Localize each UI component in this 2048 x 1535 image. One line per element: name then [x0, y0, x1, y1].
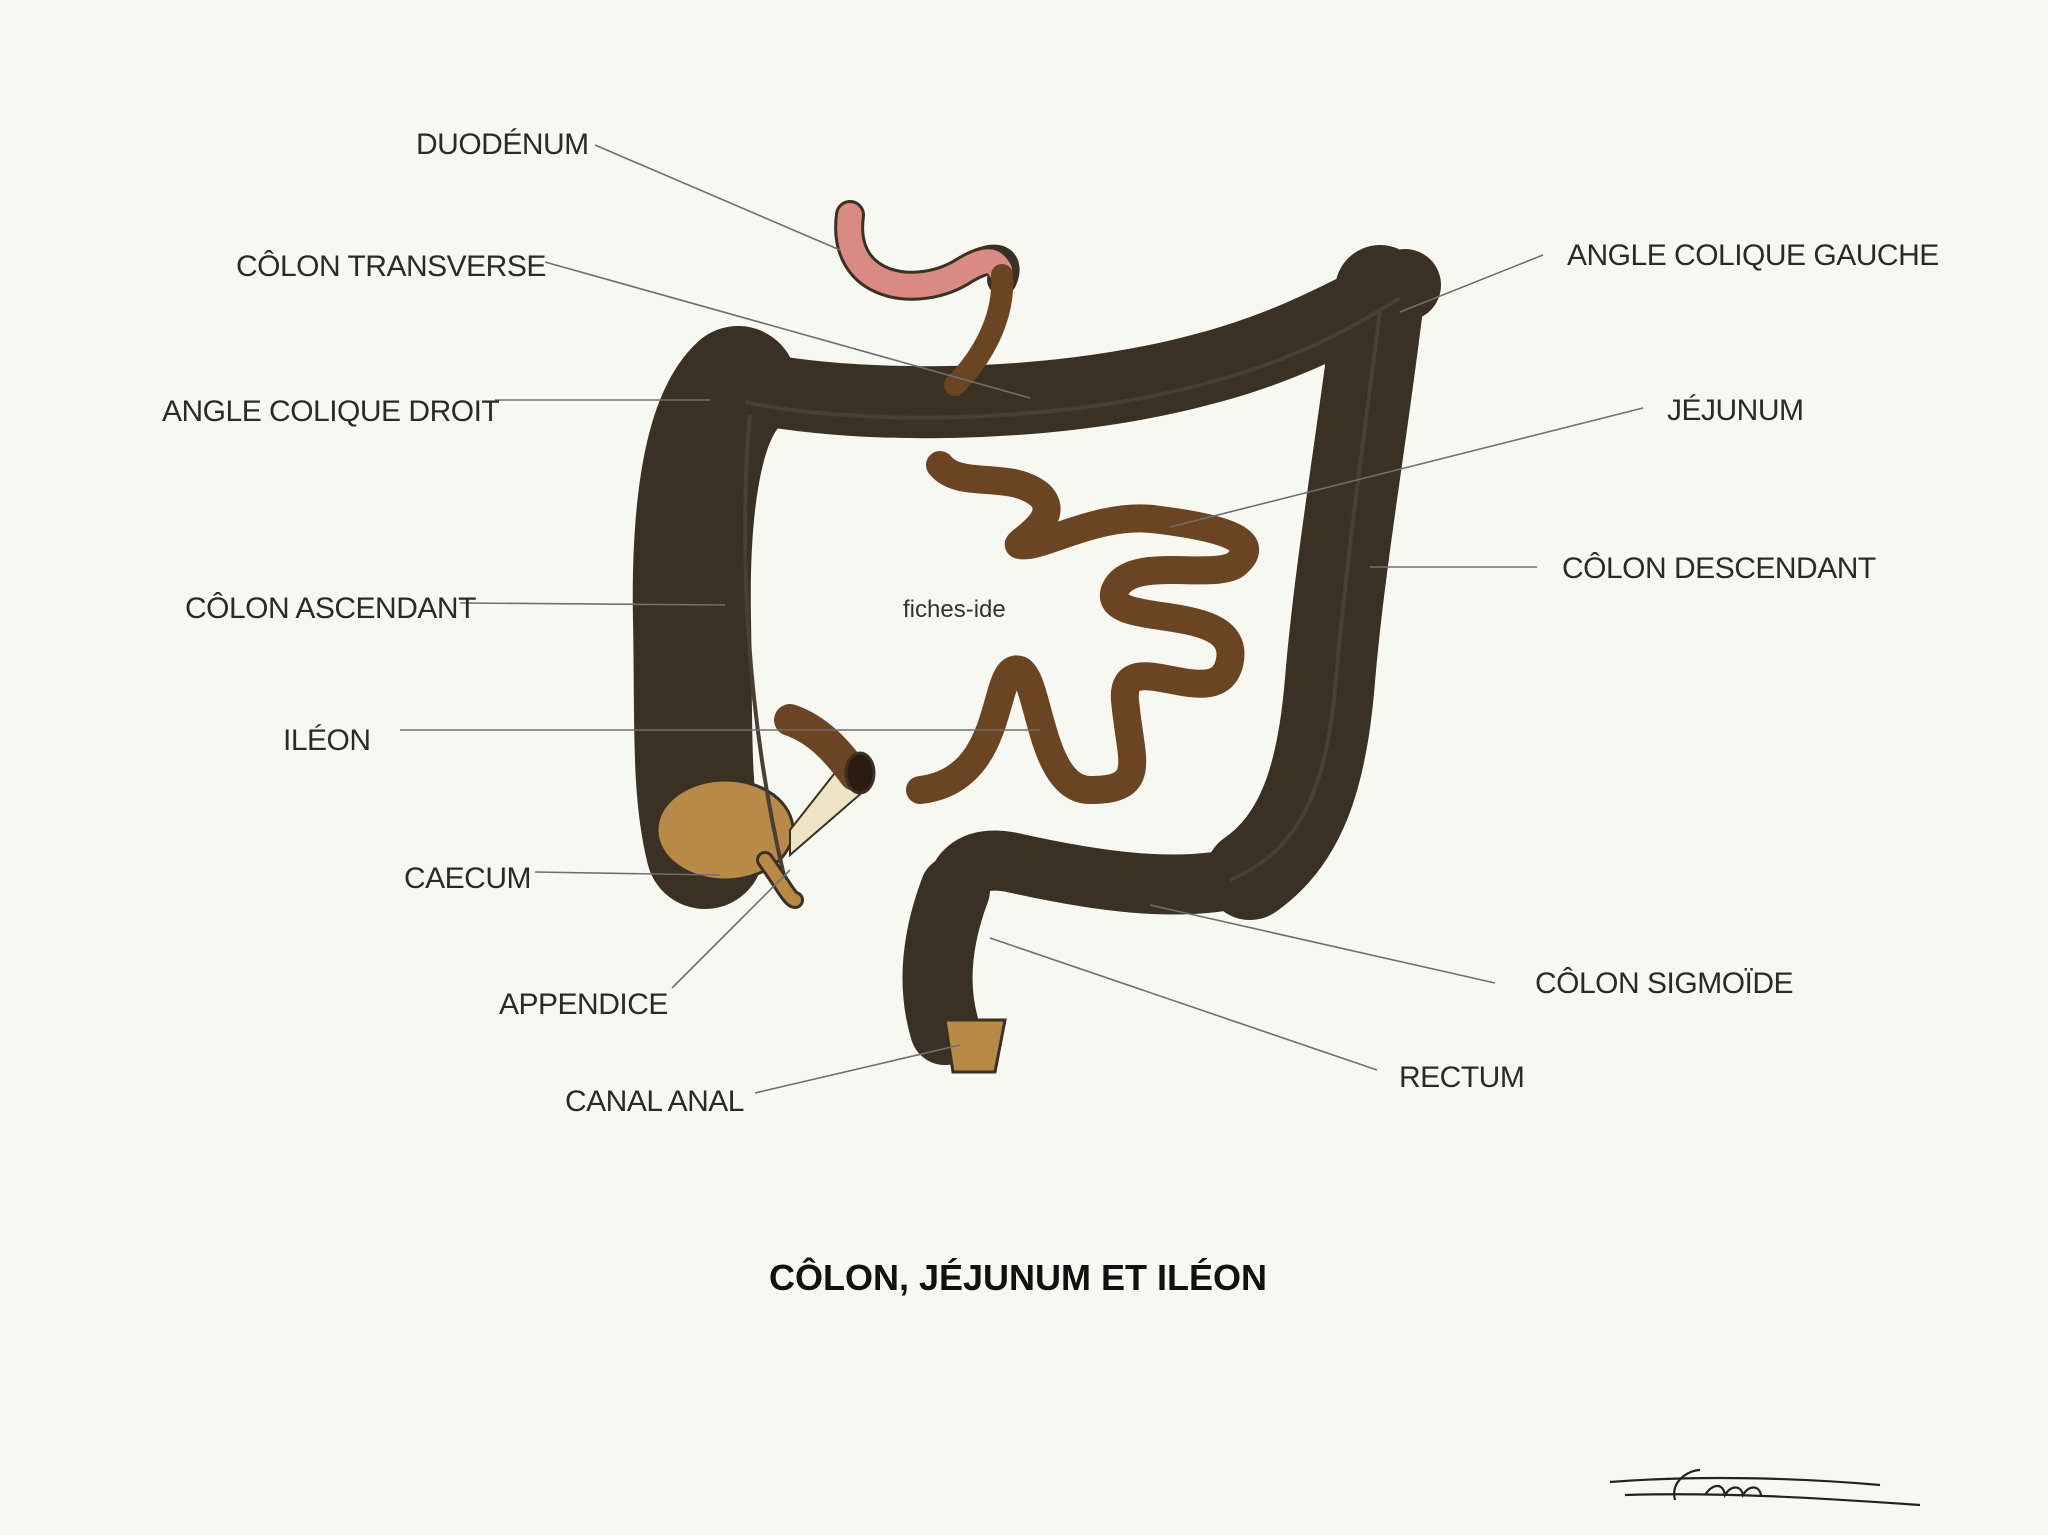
colon-sigmoide-shape — [925, 830, 1280, 930]
label-angle-colique-droit: ANGLE COLIQUE DROIT — [162, 395, 499, 428]
page-title: CÔLON, JÉJUNUM ET ILÉON — [769, 1256, 1267, 1298]
label-colon-descendant: CÔLON DESCENDANT — [1562, 551, 1876, 585]
label-rectum: RECTUM — [1399, 1061, 1524, 1094]
colon-transverse-shape — [704, 249, 1441, 439]
label-colon-transverse: CÔLON TRANSVERSE — [236, 249, 546, 283]
ileum-opening — [844, 751, 876, 795]
leader-rectum — [989, 937, 1378, 1071]
label-caecum: CAECUM — [404, 862, 531, 895]
leader-canal-anal — [754, 1044, 961, 1094]
jejunum-ileum-shape — [906, 451, 1259, 804]
taenia-line — [743, 414, 787, 881]
label-duodenum: DUODÉNUM — [416, 128, 589, 161]
taenia-line — [1229, 309, 1382, 882]
leader-angle-colique-gauche — [1399, 254, 1544, 313]
label-ileon: ILÉON — [283, 724, 371, 757]
rectum-shape — [902, 855, 990, 1065]
duodenum-to-jejunum — [944, 264, 1014, 396]
label-appendice: APPENDICE — [499, 988, 668, 1021]
leader-jejunum — [1169, 407, 1644, 528]
label-jejunum: JÉJUNUM — [1667, 394, 1804, 427]
leader-appendice — [671, 869, 791, 989]
labels: DUODÉNUM CÔLON TRANSVERSE ANGLE COLIQUE … — [162, 128, 1939, 1118]
appendice-fill — [759, 854, 801, 906]
label-colon-ascendant: CÔLON ASCENDANT — [185, 591, 476, 625]
leader-duodenum — [594, 144, 841, 251]
leader-colon-transverse — [544, 261, 1031, 399]
leader-colon-ascendant — [459, 602, 726, 606]
leader-colon-sigmoide — [1149, 904, 1496, 984]
taenia-line — [744, 296, 1402, 420]
duodenum-shape — [837, 203, 1012, 298]
leader-lines — [400, 144, 1644, 1094]
signature — [1609, 1468, 1921, 1507]
canal-anal-shape — [943, 1018, 1007, 1074]
colon-shape — [632, 245, 1441, 1074]
label-canal-anal: CANAL ANAL — [565, 1085, 744, 1118]
label-angle-colique-gauche: ANGLE COLIQUE GAUCHE — [1567, 239, 1939, 272]
label-colon-sigmoide: CÔLON SIGMOÏDE — [1535, 966, 1793, 1000]
leader-caecum — [534, 871, 721, 876]
watermark: fiches-ide — [903, 596, 1006, 623]
